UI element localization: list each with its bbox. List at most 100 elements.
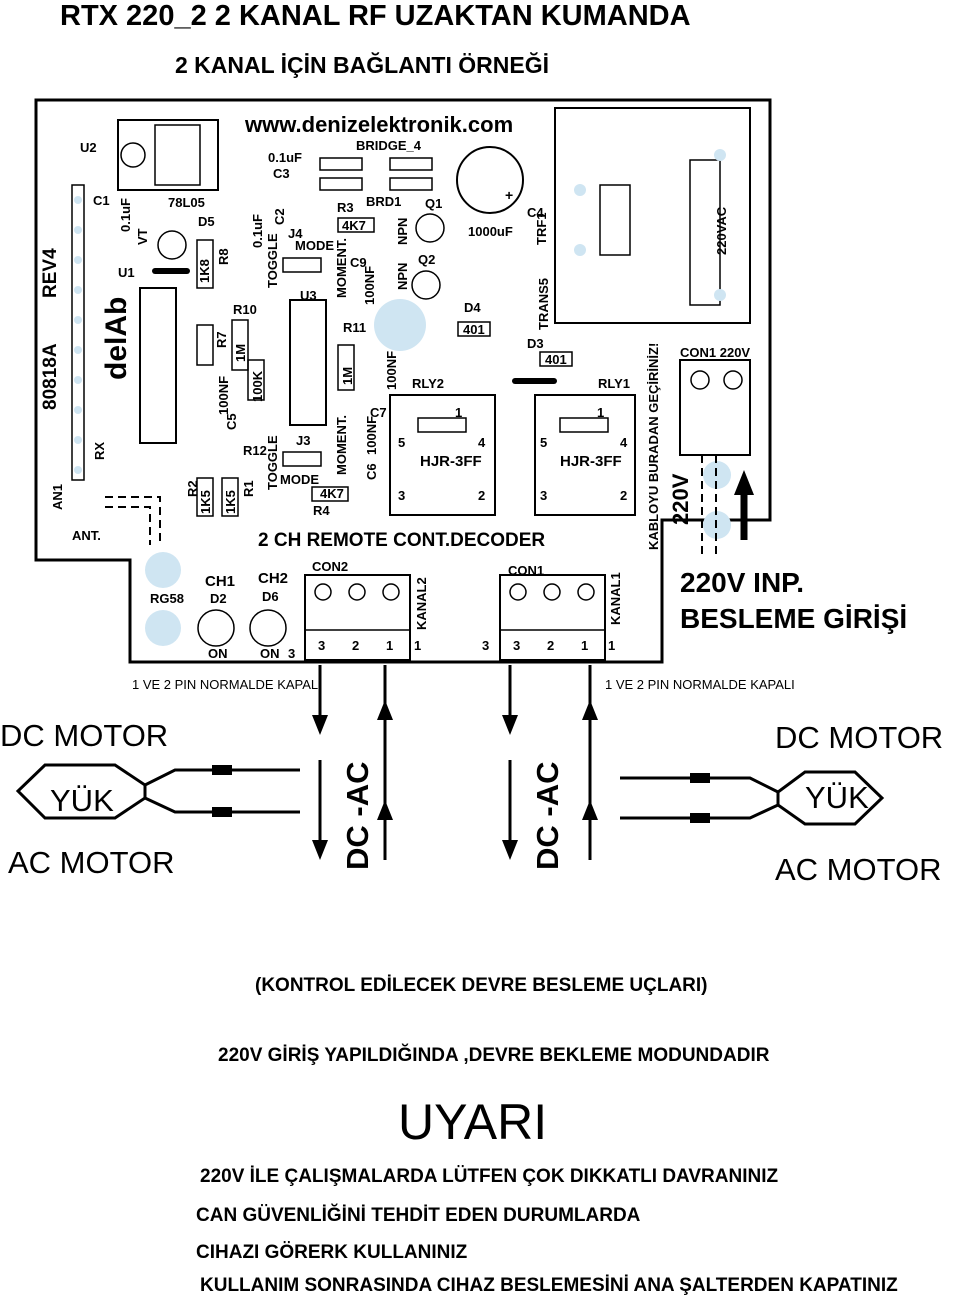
ch1-on-label: ON [208,646,228,661]
mode-label-top: MODE [295,238,334,253]
c3-label: C3 [273,166,290,181]
d4-label: D4 [464,300,481,315]
r7-resistor [196,324,214,366]
c7-label: C7 [370,405,387,420]
q1-transistor [415,213,445,243]
d3-value: 401 [545,352,567,367]
moment-label-top: MOMENT. [334,238,349,298]
c5-label: C5 [224,413,239,430]
nc-note-right: 1 VE 2 PIN NORMALDE KAPALI [605,677,795,692]
left-load-shape [15,763,147,820]
part-number: 80818A [40,343,61,410]
left-load-bottom-label: AC MOTOR [8,845,175,880]
ch2-label: CH2 [258,570,289,587]
r2-resistor [196,477,214,517]
j4-label: J4 [288,226,303,241]
rly2-label: RLY2 [412,376,445,391]
u1-label: U1 [118,265,135,280]
c2-value: 0.1uF [250,214,265,248]
ch2-led [249,609,287,647]
vt-transistor [157,230,187,260]
d4-diode [457,321,491,337]
left-load-middle-label: YÜK [50,783,114,818]
q2-transistor [411,270,441,300]
rly1-pin2: 2 [620,488,628,503]
u2-label: U2 [80,140,97,155]
con1-pin1-outer: 1 [608,638,616,653]
c2-label: C2 [272,208,287,225]
r10-resistor [247,359,265,401]
npn-label-q2: NPN [395,262,410,290]
r10-value: 100K [250,370,265,402]
d5-label: D5 [198,214,215,229]
input-label-line1: 220V INP. [680,567,805,598]
rly1-pin4: 4 [620,435,628,450]
d3-diode [539,351,573,367]
warning-title: UYARI [398,1094,548,1150]
r7-label: R7 [214,331,229,348]
q2-label: Q2 [418,252,436,267]
c1-label: C1 [93,193,110,208]
right-load-shape [776,770,885,826]
dc-ac-label-left: DC -AC [340,761,375,871]
r10-label: R10 [233,302,257,317]
left-header [71,184,85,481]
kanal2-label: KANAL2 [414,577,429,630]
cap-value: 1000uF [468,224,513,239]
bridge-label: BRIDGE_4 [356,138,422,153]
q1-label: Q1 [425,196,443,211]
header-pads [74,196,82,474]
r11-label: R11 [343,320,367,335]
reg-label: 78L05 [168,195,205,210]
r3-label: R3 [337,200,354,215]
con1-220v-label: CON1 220V [680,345,751,360]
ch1-led [197,609,235,647]
con2-pin3: 3 [318,638,326,653]
v220-label: 220V [668,473,693,525]
c6-value: 100NF [364,415,379,455]
warning-line-2: CAN GÜVENLİĞİNİ TEHDİT EDEN DURUMLARDA [196,1205,641,1226]
con2-label: CON2 [312,559,349,574]
mounting-pad [374,299,426,351]
u3-label: U3 [300,288,317,303]
r1-label: R1 [241,480,256,497]
r8-label: R8 [216,248,231,265]
d4-value: 401 [463,322,485,337]
warning-line-1: 220V İLE ÇALIŞMALARDA LÜTFEN ÇOK DIKKATL… [200,1166,779,1187]
u2-regulator [117,119,219,191]
c4-label: C4 [527,205,544,220]
r11-resistor [337,344,355,391]
ch1-label: CH1 [205,573,236,590]
dc-ac-label-right: DC -AC [530,761,565,871]
r1-value: 1K5 [223,490,238,514]
con2-pin1-outer: 1 [414,638,422,653]
relay-1 [534,394,636,516]
con1-pin1: 1 [581,638,589,653]
rx-label: RX [92,441,107,460]
ch2-on-label: ON [260,646,280,661]
d2-label: D2 [210,591,227,606]
rg58-label: RG58 [150,591,184,606]
r3-resistor [337,217,375,233]
cable-note: KABLOYU BURADAN GEÇİRİNİZ! [646,342,661,550]
left-load-top-label: DC MOTOR [0,718,169,753]
rly2-pin5: 5 [398,435,406,450]
relay-2 [389,394,496,516]
rly2-pin3: 3 [398,488,406,503]
page-title: RTX 220_2 2 KANAL RF UZAKTAN KUMANDA [60,0,691,32]
con2-pin3-outer: 3 [288,646,296,661]
revision: REV4 [40,248,61,298]
d6-label: D6 [262,589,279,604]
u3-chip [289,299,327,426]
c5-value: 100NF [216,375,231,415]
input-label-line2: BESLEME GİRİŞİ [680,603,908,634]
c9-value: 100NF [362,265,377,305]
kanal1-label: KANAL1 [608,572,623,625]
con2-pin2: 2 [352,638,360,653]
r7-value: 1M [233,343,248,362]
decoder-title: 2 CH REMOTE CONT.DECODER [258,530,546,551]
board-outline [34,98,772,664]
control-note: (KONTROL EDİLECEK DEVRE BESLEME UÇLARI) [255,975,708,996]
c3-value: 0.1uF [268,150,302,165]
u1-chip [139,287,177,444]
